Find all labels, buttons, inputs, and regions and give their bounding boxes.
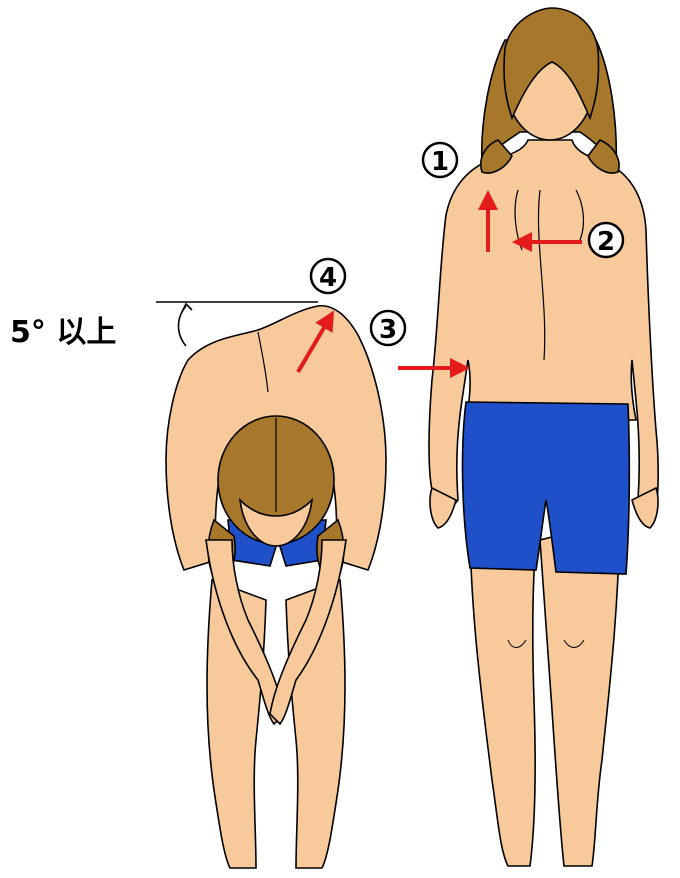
bending-figure-forward-bend [166,306,386,868]
marker-4-number: 4 [319,263,337,293]
standing-right-hand [632,488,658,528]
marker-1-number: 1 [431,147,449,177]
standing-figure-back-view [429,8,658,866]
marker-3-number: 3 [379,315,397,345]
angle-label: 5° 以上 [10,315,116,350]
standing-left-leg [470,520,536,866]
marker-2-number: 2 [597,227,615,257]
